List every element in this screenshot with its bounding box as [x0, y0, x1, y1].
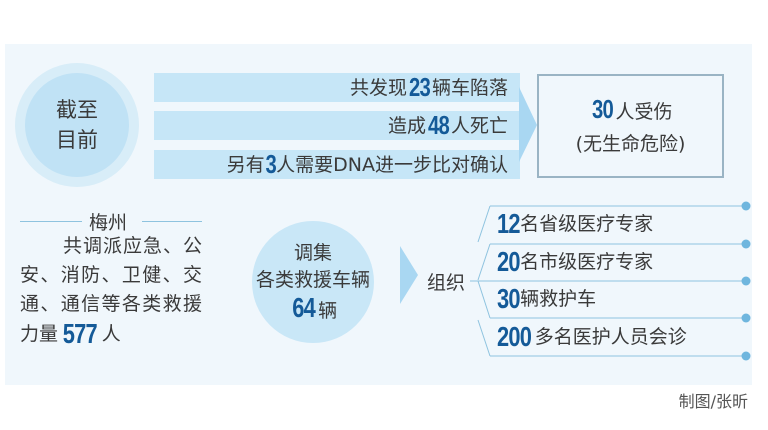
- fact-number: 48: [428, 110, 450, 140]
- fact-post: 人需要DNA进一步比对确认: [276, 154, 508, 176]
- item-number: 20: [497, 246, 521, 277]
- injured-number: 30: [591, 94, 613, 124]
- vehicles-number: 64: [292, 291, 316, 323]
- meizhou-unit: 人: [101, 323, 121, 345]
- fact-bar-dna: 另有3人需要DNA进一步比对确认: [154, 150, 520, 179]
- credit: 制图/张昕: [678, 392, 748, 411]
- fact-pre: 另有: [226, 154, 265, 176]
- item-number: 30: [497, 283, 521, 314]
- circle-line1: 截至: [56, 98, 98, 122]
- organize-label: 组织: [427, 272, 466, 294]
- as-of-now-circle: 截至目前: [15, 63, 139, 187]
- fact-pre: 共发现: [350, 77, 408, 99]
- branch-lines: [470, 205, 745, 357]
- fact-post: 辆车陷落: [431, 77, 508, 99]
- injured-note: (无生命危险): [575, 133, 686, 155]
- arrow-right-icon: [400, 246, 418, 304]
- fact-number: 23: [409, 72, 431, 102]
- arrow-right-icon: [519, 87, 537, 162]
- item-text: 多名医护人员会诊: [534, 326, 687, 348]
- organize-item: 20名市级医疗专家: [497, 247, 653, 277]
- divider-line: [20, 221, 82, 222]
- fact-number: 3: [265, 149, 276, 179]
- item-text: 名市级医疗专家: [520, 251, 654, 273]
- item-number: 12: [497, 208, 521, 239]
- divider-line: [142, 221, 202, 222]
- fact-pre: 造成: [388, 115, 427, 137]
- item-number: 200: [497, 321, 532, 352]
- organize-item: 12名省级医疗专家: [497, 209, 653, 239]
- vehicles-unit: 辆: [318, 299, 338, 322]
- meizhou-title: 梅州: [89, 212, 128, 234]
- organize-item: 30辆救护车: [497, 284, 596, 314]
- item-text: 名省级医疗专家: [520, 213, 654, 235]
- injured-label: 人受伤: [615, 101, 673, 123]
- meizhou-number: 577: [62, 318, 98, 349]
- item-text: 辆救护车: [520, 288, 597, 310]
- meizhou-body: 共调派应急、公安、消防、卫健、交通、通信等各类救援力量: [20, 235, 202, 345]
- circle-line2: 目前: [56, 128, 98, 152]
- fact-post: 人死亡: [450, 115, 508, 137]
- vehicles-line1: 调集: [293, 241, 332, 264]
- vehicles-line2: 各类救援车辆: [255, 268, 370, 291]
- branch-dots: [741, 201, 751, 361]
